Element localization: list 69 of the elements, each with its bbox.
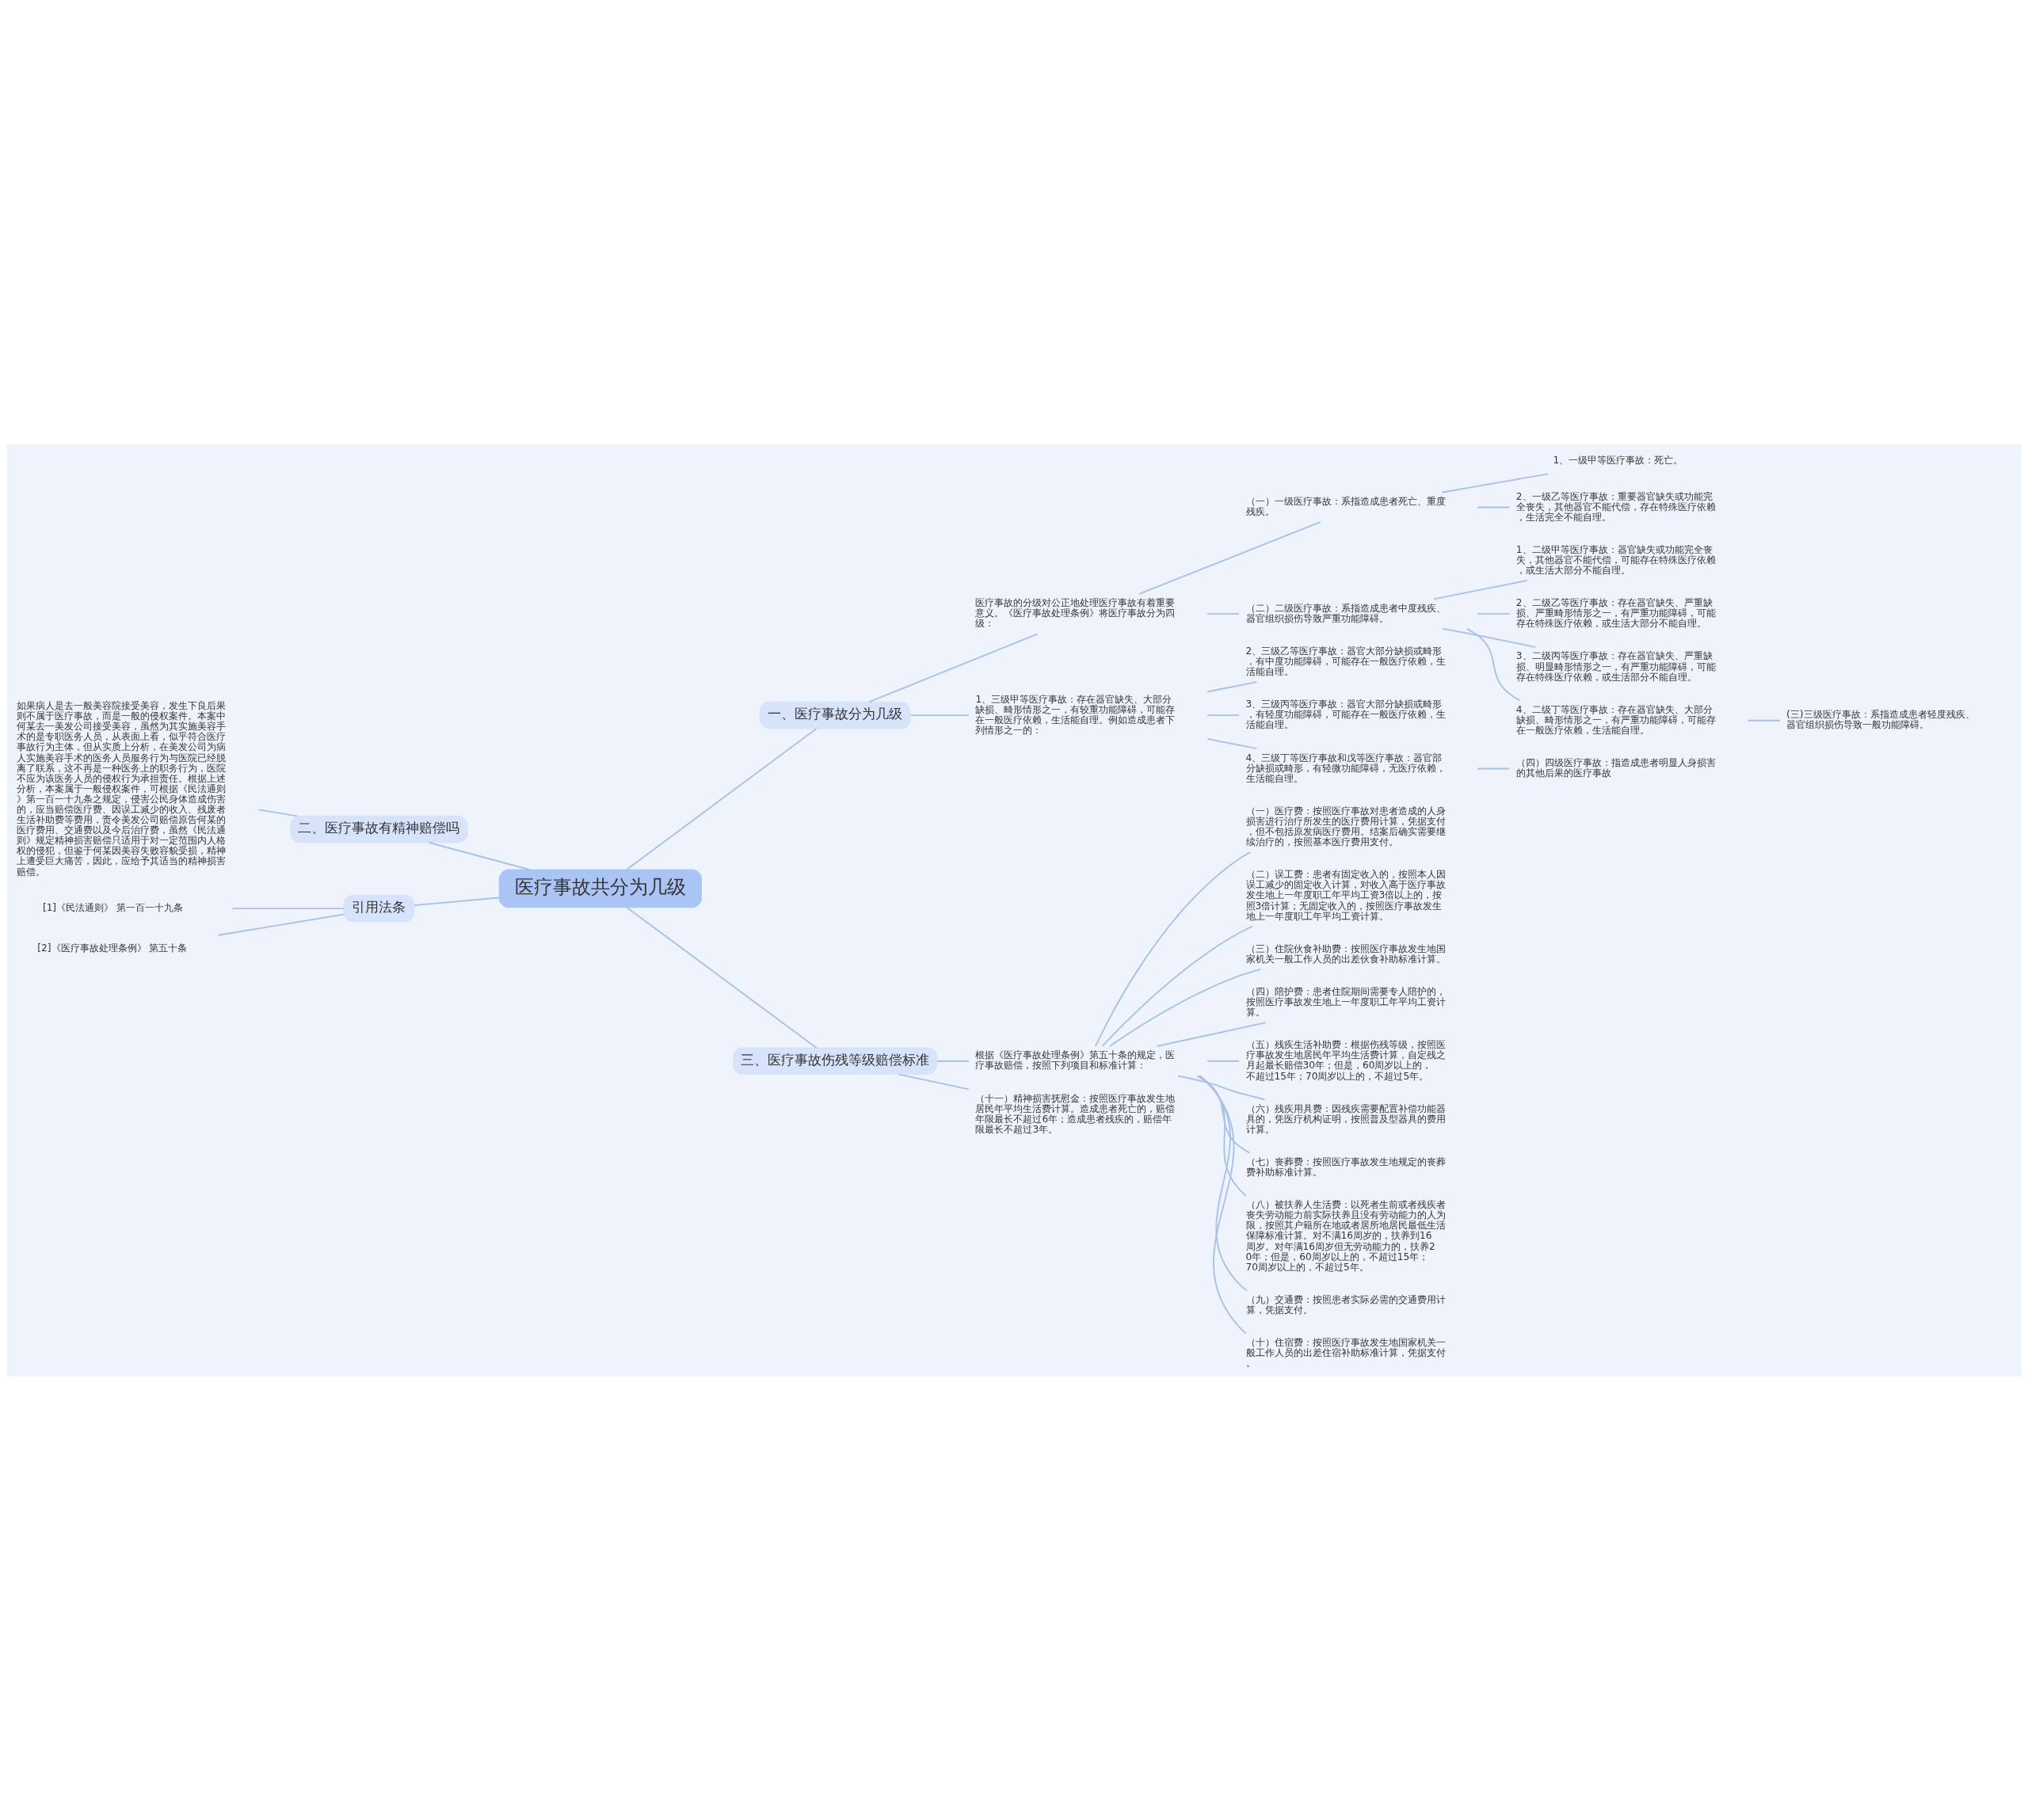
connector — [1156, 1021, 1267, 1047]
node-text: 1、一级甲等医疗事故：死亡。 — [1553, 454, 1683, 466]
connector — [1207, 612, 1241, 615]
connector — [936, 1060, 970, 1062]
node-text: 4、二级丁等医疗事故：存在器官缺失、大部分缺损、畸形情形之一，有严重功能障碍，可能存在一般医疗依赖，生活能自理。 — [1515, 703, 1716, 736]
node-box: 三、医疗事故伤残等级赔偿标准 — [733, 1046, 938, 1075]
connector — [1138, 520, 1321, 595]
connector — [1477, 612, 1511, 615]
connector — [257, 808, 298, 817]
connector — [1477, 767, 1511, 769]
connector — [868, 632, 1039, 702]
node-text: [1]《民法通则》 第一百一十九条 — [42, 901, 183, 913]
node-text: （十）住宿费：按照医疗事故发生地国家机关一般工作人员的出差住宿补助标准计算，凭据支付。 — [1245, 1336, 1446, 1369]
node-text: （一）医疗费：按照医疗事故对患者造成的人身损害进行治疗所发生的医疗费用计算，凭据支付，但不包括原发病医疗费用。结案后确实需要继续治疗的，按照基本医疗费用支付。 — [1245, 805, 1446, 847]
connector — [1177, 1075, 1266, 1100]
node-text: （四）陪护费：患者住院期间需要专人陪护的，按照医疗事故发生地上一年度职工年平均工资计算。 — [1245, 985, 1446, 1018]
connector — [1441, 473, 1550, 493]
node-text: （九）交通费：按照患者实际必需的交通费用计算，凭据支付。 — [1245, 1293, 1446, 1316]
connector — [1108, 968, 1262, 1047]
connector — [1196, 1075, 1251, 1154]
node-text: （六）残疾用具费：因残疾需要配置补偿功能器具的，凭医疗机构证明，按照普及型器具的费用计算。 — [1245, 1102, 1446, 1135]
connector — [1747, 719, 1781, 722]
node-text: 2、二级乙等医疗事故：存在器官缺失、严重缺损、严重畸形情形之一，有严重功能障碍，可能存在特殊医疗依赖，或生活大部分不能自理。 — [1515, 596, 1716, 629]
node-box: 二、医疗事故有精神赔偿吗 — [290, 815, 468, 843]
node-text: 2、一级乙等医疗事故：重要器官缺失或功能完全丧失，其他器官不能代偿，存在特殊医疗依赖，生活完全不能自理。 — [1515, 490, 1716, 523]
node-text: (三)三级医疗事故：系指造成患者轻度残疾、器官组织损伤导致一般功能障碍。 — [1786, 708, 1975, 730]
connector — [1199, 1075, 1248, 1291]
connector — [898, 1073, 970, 1090]
node-box: 引用法条 — [343, 894, 415, 922]
connector — [1466, 627, 1521, 701]
connector — [1198, 1075, 1247, 1197]
connector — [1094, 851, 1252, 1047]
connector — [1101, 925, 1253, 1047]
node-text: 1、二级甲等医疗事故：器官缺失或功能完全丧失，其他器官不能代偿，可能存在特殊医疗依赖，或生活大部分不能自理。 — [1515, 543, 1716, 576]
node-text: （十一）精神损害抚慰金：按照医疗事故发生地居民年平均生活费计算。造成患者死亡的，赔偿年限最长不超过6年；造成患者残疾的，赔偿年限最长不超过3年。 — [975, 1092, 1176, 1135]
node-text: 如果病人是去一般美容院接受美容，发生下良后果则不属于医疗事故，而是一般的侵权案件。本案中何某去一美发公司接受美容，虽然为其实施美容手术的是专职医务人员，从表面上看，似乎符合医疗事故行为主体，但从实质上分析，在美发公司为病人实施美容手术的医务人员服务行为与医院已经脱离了联系，这不再是一种医务上的职务行为，医院不应为该医务人员的侵权行为承担责任。根据上述分析，本案属于一般侵权案件，可根据《民法通则》第一百一十九条之规定，侵害公民身体造成伤害的，应当赔偿医疗费、因误工减少的收入、残废者生活补助费等费用，责令美发公司赔偿原告何某的医疗费用、交通费以及今后治疗费，虽然《民法通则》规定精神损害赔偿只适用于对一定范围内人格权的侵犯，但鉴于何某因美容失败容貌受损，精神上遭受巨大痛苦，因此，应给予其适当的精神损害赔偿。 — [16, 699, 226, 878]
node-text: 医疗事故的分级对公正地处理医疗事故有着重要意义。《医疗事故处理条例》将医疗事故分为四级： — [975, 596, 1176, 629]
connector — [626, 906, 818, 1049]
node-text: （五）残疾生活补助费：根据伤残等级，按照医疗事故发生地居民年平均生活费计算，自定残之月起最长赔偿30年；但是，60周岁以上的，不超过15年；70周岁以上的，不超过5年。 — [1245, 1038, 1446, 1082]
node-text: 4、三级丁等医疗事故和戊等医疗事故：器官部分缺损或畸形，有轻微功能障碍，无医疗依赖，生活能自理。 — [1245, 752, 1446, 784]
connector — [231, 907, 345, 909]
connector — [1207, 737, 1258, 749]
node-text: （二）二级医疗事故：系指造成患者中度残疾、器官组织损伤导致严重功能障碍。 — [1245, 602, 1446, 624]
connector — [1477, 506, 1511, 508]
node-text: （七）丧葬费：按照医疗事故发生地规定的丧葬费补助标准计算。 — [1245, 1156, 1446, 1178]
node-text: （四）四级医疗事故：指造成患者明显人身损害的其他后果的医疗事故 — [1515, 756, 1716, 779]
node-text: （二）误工费：患者有固定收入的，按照本人因误工减少的固定收入计算，对收入高于医疗事故发生地上一年度职工年平均工资3倍以上的，按照3倍计算；无固定收入的，按照医疗事故发生地上一年度职工年平均工资计算。 — [1245, 868, 1446, 922]
node-text: 根据《医疗事故处理条例》第五十条的规定，医疗事故赔偿，按照下列项目和标准计算： — [975, 1049, 1176, 1071]
connector — [1199, 1075, 1247, 1334]
node-text: 2、三级乙等医疗事故：器官大部分缺损或畸形，有中度功能障碍，可能存在一般医疗依赖，生活能自理。 — [1245, 645, 1446, 677]
node-text: （一）一级医疗事故：系指造成患者死亡、重度残疾。 — [1245, 495, 1446, 517]
node-text: [2]《医疗事故处理条例》 第五十条 — [37, 942, 188, 954]
node-text: 3、二级丙等医疗事故：存在器官缺失、严重缺损、明显畸形情形之一，有严重功能障碍，可能存在特殊医疗依赖，或生活部分不能自理。 — [1515, 649, 1716, 683]
node-text: 1、三级甲等医疗事故：存在器官缺失、大部分缺损、畸形情形之一，有较重功能障碍，可能存在一般医疗依赖，生活能自理。例如造成患者下列情形之一的： — [975, 693, 1176, 736]
connector — [429, 841, 531, 870]
node-box: 一、医疗事故分为几级 — [759, 701, 911, 729]
node-text: （八）被扶养人生活费：以死者生前或者残疾者丧失劳动能力前实际扶养且没有劳动能力的人为限，按照其户籍所在地或者居所地居民最低生活保障标准计算。对不满16周岁的，扶养到16周岁。对年满16周岁但无劳动能力的，扶养20年；但是，60周岁以上的，不超过15年；70周岁以上的，不超过5年。 — [1245, 1198, 1446, 1273]
node-text: 3、三级丙等医疗事故：器官大部分缺损或畸形，有轻度功能障碍，可能存在一般医疗依赖，生活能自理。 — [1245, 698, 1446, 730]
node-text: （三）住院伙食补助费：按照医疗事故发生地国家机关一般工作人员的出差伙食补助标准计算。 — [1245, 942, 1446, 965]
connector — [909, 714, 970, 716]
connector — [1442, 627, 1537, 648]
connector — [414, 897, 501, 906]
connector — [1207, 680, 1258, 692]
connector — [1207, 714, 1241, 716]
node-box: 医疗事故共分为几级 — [498, 869, 702, 908]
connector — [217, 913, 345, 936]
connector — [1433, 579, 1528, 600]
connector — [1207, 1060, 1241, 1062]
connector — [626, 727, 818, 870]
